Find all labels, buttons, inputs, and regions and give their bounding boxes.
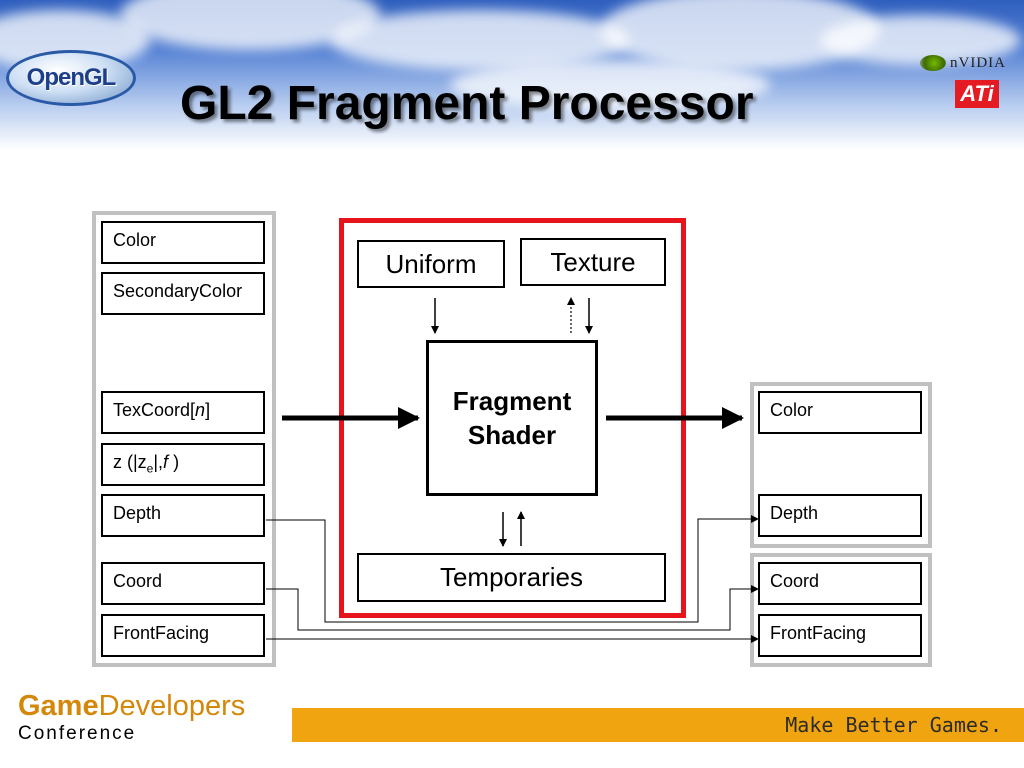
input-coord-box: Coord bbox=[101, 562, 265, 605]
texture-box: Texture bbox=[520, 238, 666, 286]
output-color-label: Color bbox=[770, 400, 814, 420]
input-color-label: Color bbox=[113, 230, 157, 250]
input-color-box: Color bbox=[101, 221, 265, 264]
input-z-prefix: z (|z bbox=[113, 452, 147, 472]
footer-tagline: Make Better Games. bbox=[785, 713, 1002, 737]
fragment-shader-box: Fragment Shader bbox=[426, 340, 598, 496]
input-secondary-color-box: SecondaryColor bbox=[101, 272, 265, 315]
output-frontfacing-box: FrontFacing bbox=[758, 614, 922, 657]
input-secondary-color-label: SecondaryColor bbox=[113, 281, 243, 301]
gdc-logo-conference: Conference bbox=[18, 723, 137, 744]
input-texcoord-suffix: ] bbox=[205, 400, 211, 420]
input-frontfacing-label: FrontFacing bbox=[113, 623, 210, 643]
depth-passthrough-wire bbox=[266, 515, 759, 623]
input-texcoord-box: TexCoord[n] bbox=[101, 391, 265, 434]
input-z-suffix: ) bbox=[168, 452, 180, 472]
output-depth-label: Depth bbox=[770, 503, 819, 523]
ati-logo-text: ATi bbox=[960, 81, 994, 106]
ati-logo: ATi bbox=[955, 80, 999, 108]
input-frontfacing-box: FrontFacing bbox=[101, 614, 265, 657]
input-texcoord-var: n bbox=[195, 400, 206, 420]
slide-title: GL2 Fragment Processor bbox=[180, 77, 754, 130]
output-frontfacing-label: FrontFacing bbox=[770, 623, 867, 643]
texture-label: Texture bbox=[550, 246, 636, 277]
uniform-box: Uniform bbox=[357, 240, 505, 288]
shader-label-line2: Shader bbox=[467, 420, 557, 450]
input-z-var: f bbox=[163, 452, 169, 472]
nvidia-logo-text: nVIDIA bbox=[950, 54, 1006, 71]
footer-bar: Make Better Games. bbox=[292, 708, 1024, 742]
input-z-box: z (|ze|,f ) bbox=[101, 443, 265, 486]
input-texcoord-prefix: TexCoord[ bbox=[113, 400, 196, 420]
output-coord-box: Coord bbox=[758, 562, 922, 605]
output-depth-box: Depth bbox=[758, 494, 922, 537]
temporaries-box: Temporaries bbox=[357, 553, 666, 602]
coord-passthrough-wire bbox=[266, 585, 759, 631]
input-depth-label: Depth bbox=[113, 503, 162, 523]
shader-label-line1: Fragment bbox=[452, 386, 572, 416]
output-coord-label: Coord bbox=[770, 571, 820, 591]
input-depth-box: Depth bbox=[101, 494, 265, 537]
gdc-logo-developers: Developers bbox=[98, 690, 246, 722]
uniform-label: Uniform bbox=[385, 248, 477, 279]
output-color-box: Color bbox=[758, 391, 922, 434]
temporaries-label: Temporaries bbox=[439, 562, 584, 592]
gdc-logo: GameDevelopers Conference bbox=[18, 690, 245, 746]
input-z-mid: |, bbox=[153, 452, 164, 472]
sky-header-background bbox=[0, 0, 1024, 150]
input-z-subscript: e bbox=[146, 461, 154, 476]
nvidia-eye-icon bbox=[920, 55, 946, 71]
gdc-logo-game: Game bbox=[18, 690, 99, 722]
opengl-logo-text: OpenGL bbox=[26, 64, 117, 91]
opengl-logo: OpenGL bbox=[6, 50, 136, 106]
input-coord-label: Coord bbox=[113, 571, 163, 591]
nvidia-logo: nVIDIA bbox=[920, 52, 1024, 74]
